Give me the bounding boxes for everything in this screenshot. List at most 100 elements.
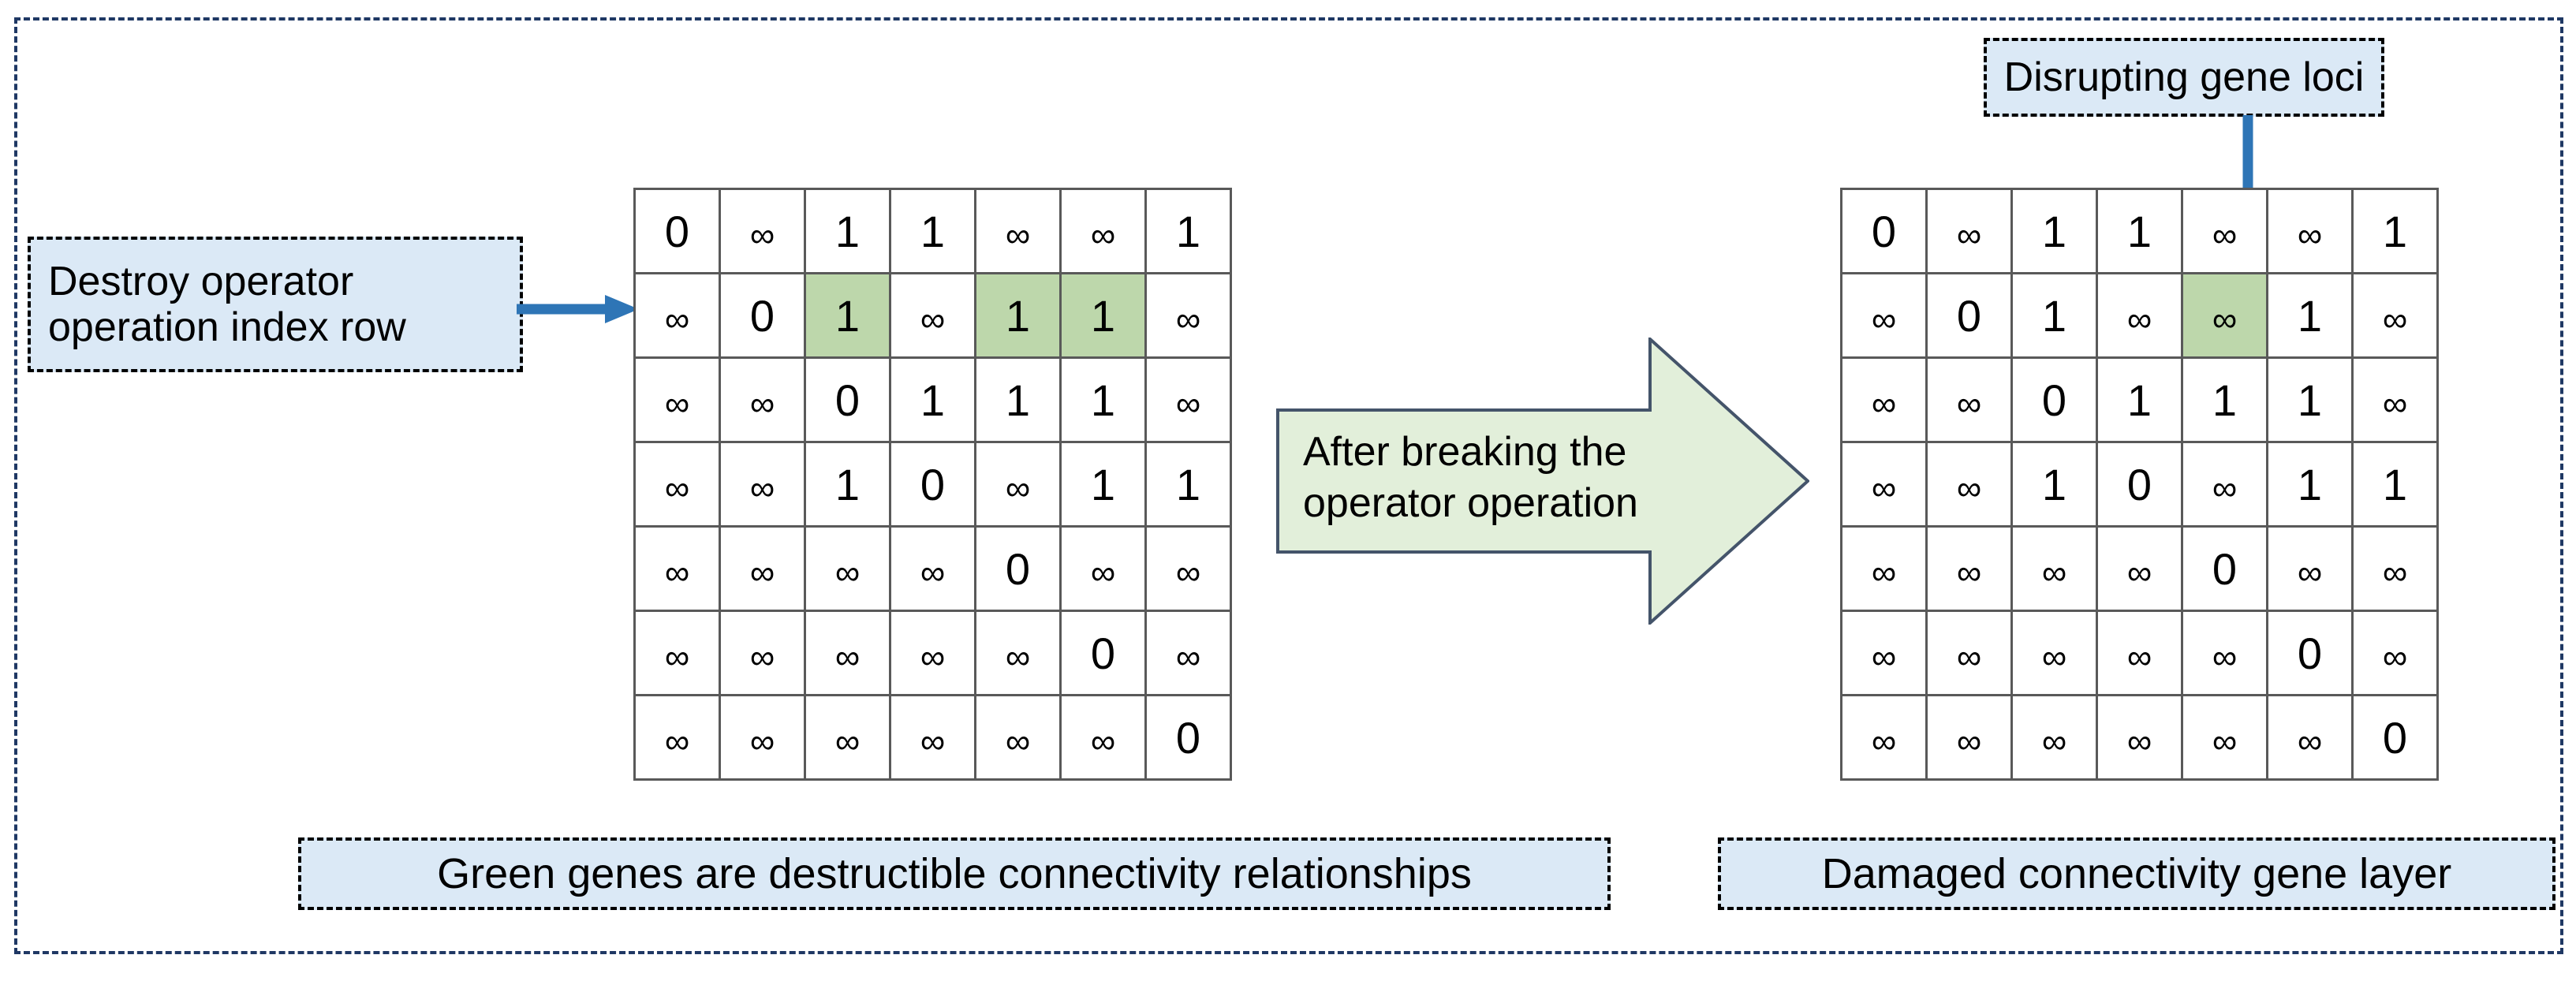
matrix-cell-r6-c0: ∞	[1840, 694, 1928, 781]
transition-block-arrow	[1276, 338, 1809, 625]
infinity-icon: ∞	[834, 553, 861, 592]
infinity-icon: ∞	[1090, 722, 1116, 761]
matrix-cell-r4-c3: ∞	[889, 525, 976, 612]
matrix-row: ∞∞∞∞∞∞0	[633, 694, 1232, 781]
matrix-cell-r3-c1: ∞	[1925, 441, 2013, 528]
infinity-icon: ∞	[2212, 637, 2238, 677]
matrix-cell-r5-c1: ∞	[719, 610, 806, 696]
infinity-icon: ∞	[1175, 637, 1201, 677]
infinity-icon: ∞	[1175, 300, 1201, 339]
matrix-cell-r5-c5: 0	[1059, 610, 1147, 696]
matrix-cell-r2-c2: 0	[804, 356, 891, 443]
infinity-icon: ∞	[1175, 384, 1201, 423]
matrix-cell-r6-c5: ∞	[2266, 694, 2354, 781]
matrix-cell-r1-c2: 1	[2010, 272, 2098, 359]
infinity-icon: ∞	[1956, 637, 1982, 677]
matrix-cell-r6-c2: ∞	[2010, 694, 2098, 781]
infinity-icon: ∞	[1871, 300, 1897, 339]
matrix-cell-r3-c3: 0	[2096, 441, 2183, 528]
matrix-cell-r3-c3: 0	[889, 441, 976, 528]
infinity-icon: ∞	[664, 300, 690, 339]
matrix-cell-r0-c6: 1	[2351, 188, 2439, 274]
matrix-cell-r0-c5: ∞	[1059, 188, 1147, 274]
infinity-icon: ∞	[664, 553, 690, 592]
infinity-icon: ∞	[1871, 384, 1897, 423]
matrix-cell-r4-c6: ∞	[1144, 525, 1232, 612]
infinity-icon: ∞	[834, 637, 861, 677]
matrix-cell-r6-c3: ∞	[2096, 694, 2183, 781]
matrix-cell-r2-c2: 0	[2010, 356, 2098, 443]
matrix-cell-r2-c0: ∞	[633, 356, 721, 443]
matrix-cell-r0-c2: 1	[2010, 188, 2098, 274]
matrix-cell-r3-c4: ∞	[2181, 441, 2268, 528]
arrow-to-operation-index-row	[517, 292, 643, 326]
matrix-cell-r5-c4: ∞	[2181, 610, 2268, 696]
infinity-icon: ∞	[1090, 553, 1116, 592]
matrix-cell-r1-c5: 1	[1059, 272, 1147, 359]
matrix-cell-r6-c4: ∞	[974, 694, 1062, 781]
matrix-cell-r2-c3: 1	[2096, 356, 2183, 443]
infinity-icon: ∞	[920, 637, 946, 677]
matrix-cell-r1-c2: 1	[804, 272, 891, 359]
infinity-icon: ∞	[1005, 722, 1031, 761]
matrix-cell-r0-c5: ∞	[2266, 188, 2354, 274]
matrix-cell-r5-c2: ∞	[2010, 610, 2098, 696]
matrix-cell-r4-c2: ∞	[804, 525, 891, 612]
matrix-cell-r5-c6: ∞	[2351, 610, 2439, 696]
matrix-cell-r0-c1: ∞	[719, 188, 806, 274]
infinity-icon: ∞	[664, 637, 690, 677]
infinity-icon: ∞	[1956, 553, 1982, 592]
infinity-icon: ∞	[2382, 637, 2408, 677]
matrix-cell-r5-c3: ∞	[2096, 610, 2183, 696]
infinity-icon: ∞	[2382, 553, 2408, 592]
infinity-icon: ∞	[2382, 384, 2408, 423]
matrix-cell-r3-c1: ∞	[719, 441, 806, 528]
infinity-icon: ∞	[749, 637, 775, 677]
infinity-icon: ∞	[2297, 722, 2323, 761]
diagram-outer-frame	[14, 17, 2563, 954]
matrix-cell-r0-c2: 1	[804, 188, 891, 274]
matrix-cell-r1-c6: ∞	[1144, 272, 1232, 359]
infinity-icon: ∞	[664, 384, 690, 423]
matrix-cell-r3-c5: 1	[1059, 441, 1147, 528]
matrix-cell-r4-c2: ∞	[2010, 525, 2098, 612]
matrix-cell-r6-c0: ∞	[633, 694, 721, 781]
matrix-cell-r5-c3: ∞	[889, 610, 976, 696]
matrix-row: ∞∞∞∞0∞∞	[633, 525, 1232, 612]
infinity-icon: ∞	[920, 553, 946, 592]
infinity-icon: ∞	[749, 384, 775, 423]
infinity-icon: ∞	[2212, 722, 2238, 761]
matrix-cell-r2-c1: ∞	[719, 356, 806, 443]
infinity-icon: ∞	[2126, 637, 2152, 677]
infinity-icon: ∞	[1956, 215, 1982, 255]
matrix-cell-r2-c1: ∞	[1925, 356, 2013, 443]
matrix-cell-r4-c1: ∞	[1925, 525, 2013, 612]
infinity-icon: ∞	[2212, 215, 2238, 255]
infinity-icon: ∞	[1090, 215, 1116, 255]
infinity-icon: ∞	[2382, 300, 2408, 339]
matrix-cell-r1-c3: ∞	[2096, 272, 2183, 359]
infinity-icon: ∞	[920, 722, 946, 761]
matrix-cell-r2-c5: 1	[2266, 356, 2354, 443]
matrix-cell-r1-c4: 1	[974, 272, 1062, 359]
matrix-cell-r6-c6: 0	[1144, 694, 1232, 781]
infinity-icon: ∞	[2126, 300, 2152, 339]
matrix-cell-r1-c1: 0	[719, 272, 806, 359]
matrix-cell-r4-c4: 0	[2181, 525, 2268, 612]
infinity-icon: ∞	[2041, 553, 2067, 592]
matrix-cell-r5-c1: ∞	[1925, 610, 2013, 696]
matrix-row: ∞∞∞∞∞∞0	[1840, 694, 2439, 781]
matrix-cell-r2-c6: ∞	[2351, 356, 2439, 443]
matrix-cell-r1-c0: ∞	[1840, 272, 1928, 359]
matrix-row: ∞∞∞∞∞0∞	[1840, 610, 2439, 696]
matrix-cell-r6-c1: ∞	[1925, 694, 2013, 781]
matrix-cell-r2-c3: 1	[889, 356, 976, 443]
infinity-icon: ∞	[1871, 722, 1897, 761]
matrix-cell-r0-c1: ∞	[1925, 188, 2013, 274]
